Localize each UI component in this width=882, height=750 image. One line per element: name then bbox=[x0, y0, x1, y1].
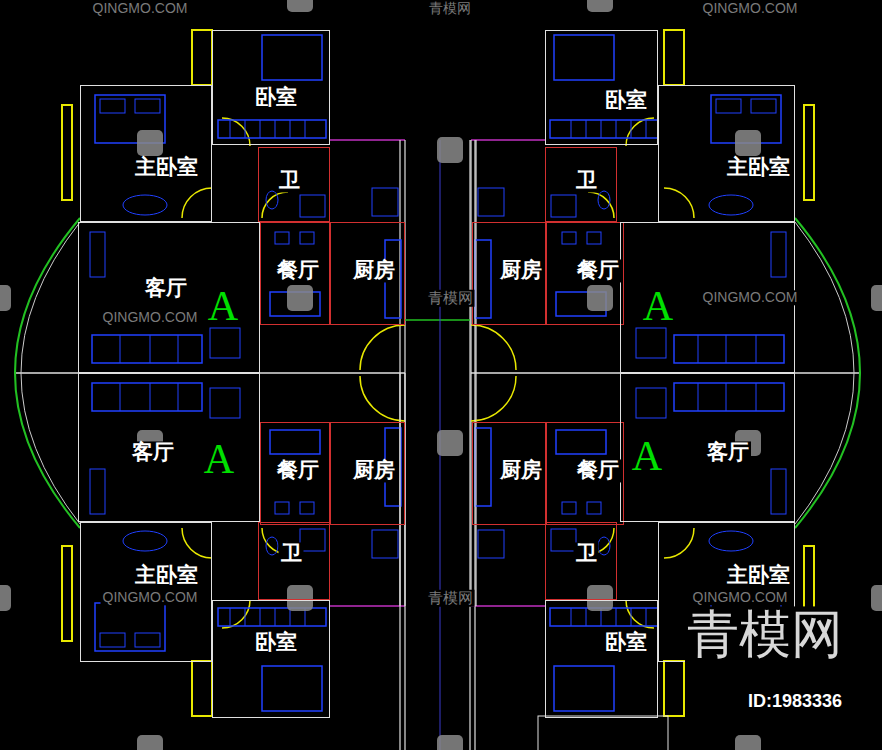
unit-type-mark: A bbox=[642, 285, 674, 327]
room-name: 卧室 bbox=[253, 86, 299, 109]
logo bbox=[0, 585, 11, 611]
room-name: 卫 bbox=[574, 169, 599, 192]
room-box: 厨房 bbox=[330, 422, 405, 525]
unit-type-mark: A bbox=[207, 285, 239, 327]
logo bbox=[437, 137, 463, 163]
room-box: 卫 bbox=[545, 147, 617, 222]
room-name: 餐厅 bbox=[275, 459, 321, 482]
room-name: 主卧室 bbox=[133, 156, 200, 179]
room-name: 餐厅 bbox=[275, 259, 321, 282]
room-name: 卧室 bbox=[253, 631, 299, 654]
unit-bottom-right bbox=[471, 373, 861, 716]
bay-window bbox=[15, 218, 80, 528]
unit-top-right bbox=[471, 30, 861, 373]
room-name: 卫 bbox=[574, 542, 599, 565]
room-box: 餐厅 bbox=[545, 222, 624, 325]
room-name: 厨房 bbox=[498, 259, 544, 282]
watermark: QINGMO.COM bbox=[101, 310, 200, 325]
watermark: 青模网 bbox=[426, 290, 475, 307]
unit-bottom-left bbox=[15, 373, 405, 716]
logo bbox=[871, 285, 882, 311]
watermark: 青模网 bbox=[427, 1, 473, 16]
logo bbox=[0, 285, 11, 311]
corridor-wall bbox=[400, 140, 475, 750]
logo bbox=[287, 585, 313, 611]
logo bbox=[287, 0, 313, 12]
room-box: 餐厅 bbox=[260, 222, 330, 325]
logo bbox=[587, 285, 613, 311]
stair-wall bbox=[538, 716, 668, 750]
room-name: 厨房 bbox=[351, 259, 397, 282]
logo bbox=[871, 585, 882, 611]
room-name: 卫 bbox=[277, 169, 302, 192]
room-box: A 客厅 bbox=[620, 373, 795, 522]
watermark: QINGMO.COM bbox=[91, 1, 190, 16]
bay-window bbox=[795, 218, 860, 528]
room-box: 餐厅 bbox=[545, 422, 624, 525]
room-box: 卫 bbox=[258, 522, 330, 600]
logo bbox=[587, 0, 613, 12]
room-name: 餐厅 bbox=[575, 259, 621, 282]
room-box: 厨房 bbox=[472, 422, 547, 525]
room-box: 卫 bbox=[258, 147, 330, 222]
room-name: 卫 bbox=[279, 542, 304, 565]
unit-type-mark: A bbox=[203, 438, 235, 480]
watermark: QINGMO.COM bbox=[691, 590, 790, 605]
room-box: 卧室 bbox=[212, 600, 330, 718]
logo bbox=[735, 735, 761, 750]
room-box: 卧室 bbox=[545, 30, 658, 145]
room-name: 厨房 bbox=[498, 459, 544, 482]
bay-window bbox=[21, 222, 80, 524]
watermark: QINGMO.COM bbox=[701, 1, 800, 16]
room-name: 客厅 bbox=[130, 441, 176, 464]
room-box: 卧室 bbox=[212, 30, 330, 145]
watermark: QINGMO.COM bbox=[101, 590, 200, 605]
room-name: 客厅 bbox=[705, 441, 751, 464]
logo bbox=[137, 130, 163, 156]
room-name: 主卧室 bbox=[725, 156, 792, 179]
logo bbox=[587, 585, 613, 611]
room-box: 厨房 bbox=[330, 222, 405, 325]
corridor-line bbox=[405, 319, 470, 321]
bay-window bbox=[795, 222, 854, 524]
watermark: 青模网 bbox=[685, 606, 845, 663]
room-box: 卧室 bbox=[545, 600, 658, 718]
unit-top-left bbox=[15, 30, 405, 373]
room-box: 客厅 A bbox=[78, 222, 260, 373]
room-name: 主卧室 bbox=[133, 564, 200, 587]
room-name: 餐厅 bbox=[575, 459, 621, 482]
room-box: 餐厅 bbox=[260, 422, 330, 525]
logo bbox=[287, 285, 313, 311]
logo bbox=[437, 735, 463, 750]
image-id: ID:1983336 bbox=[746, 692, 844, 712]
room-box: 主卧室 bbox=[658, 85, 795, 222]
room-box: 客厅 A bbox=[78, 373, 260, 522]
watermark: 青模网 bbox=[426, 590, 475, 607]
room-box: 厨房 bbox=[472, 222, 547, 325]
room-name: 主卧室 bbox=[725, 564, 792, 587]
room-name: 卧室 bbox=[603, 631, 649, 654]
watermark: QINGMO.COM bbox=[701, 290, 800, 305]
unit-type-mark: A bbox=[631, 435, 663, 477]
room-box: 卫 bbox=[545, 522, 617, 600]
logo bbox=[437, 430, 463, 456]
room-name: 客厅 bbox=[143, 277, 189, 300]
room-name: 卧室 bbox=[603, 89, 649, 112]
logo bbox=[735, 130, 761, 156]
room-name: 厨房 bbox=[351, 459, 397, 482]
logo bbox=[137, 735, 163, 750]
room-box: 主卧室 bbox=[80, 85, 212, 222]
